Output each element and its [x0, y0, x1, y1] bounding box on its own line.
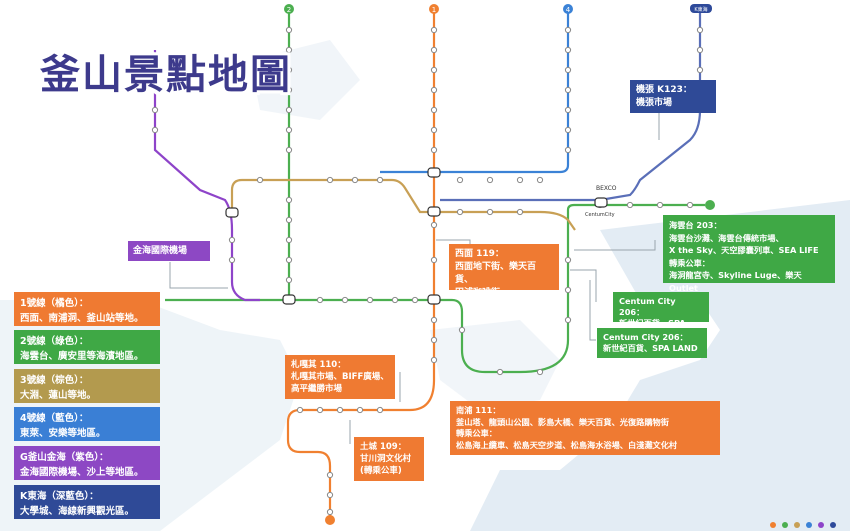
callout-seomyeon-line2: 西面地下街、樂天百貨、: [455, 262, 537, 285]
callout-seomyeon-line3: 田浦咖啡街: [455, 288, 501, 298]
centum-city-label: CentumCity: [585, 212, 615, 218]
callout-haeundae-line2: 海雲台沙灘、海雲台傳統市場、: [669, 232, 784, 243]
legend-line-4: 4號線（藍色）： 東萊、安樂等地區。: [14, 407, 160, 441]
legend-line-k: K東海（深藍色）： 大學城、海線新興觀光區。: [14, 485, 160, 519]
callout-gijang: 機張 K123： 機張市場: [630, 80, 716, 113]
dot-line-g: [818, 522, 824, 528]
callout-toseong-line1: 土城 109：: [360, 442, 407, 452]
line-4-badge-text: 4: [566, 6, 571, 14]
callout-haeundae-line5: 海洞龍宮寺、Skyline Luge、樂天Outlet: [669, 270, 802, 293]
legend-line-1-body: 西面、南浦洞、釜山站等地。: [20, 313, 144, 324]
legend-line-1-head: 1號線（橘色）：: [20, 298, 89, 309]
line-g-track: [153, 50, 260, 302]
dot-line-1: [770, 522, 776, 528]
station-dots: [151, 26, 704, 516]
line-1-badge-text: 1: [432, 6, 436, 14]
callout-nampo-line2: 釜山塔、龍頭山公園、影島大橋、樂天百貨、光復路購物街: [456, 416, 669, 427]
legend-line-k-head: K東海（深藍色）：: [20, 491, 99, 502]
callout-jagalchi-line3: 高平繼勝市場: [291, 384, 343, 394]
legend-line-1: 1號線（橘色）： 西面、南浦洞、釜山站等地。: [14, 292, 160, 326]
legend-line-k-body: 大學城、海線新興觀光區。: [20, 506, 135, 517]
map-title: 釜山景點地圖: [40, 52, 292, 98]
callout-nampo-line1: 南浦 111：: [456, 405, 501, 415]
callout-seomyeon-line1: 西面 119：: [455, 249, 504, 259]
legend-line-2-body: 海雲台、廣安里等海濱地區。: [20, 351, 144, 362]
callout-centum-1-line1: Centum City 206：: [619, 296, 676, 317]
transfer-stations: [225, 167, 608, 305]
callout-airport: 金海國際機場: [128, 241, 210, 261]
callout-centum-2-line2: 新世紀百貨、SPA LAND: [603, 343, 698, 353]
dot-line-k: [830, 522, 836, 528]
legend-line-g-head: G釜山金海（紫色）：: [20, 452, 109, 463]
legend-line-3-body: 大淵、蓮山等地。: [20, 390, 97, 401]
dot-line-3: [794, 522, 800, 528]
legend-line-4-head: 4號線（藍色）：: [20, 413, 89, 424]
callout-haeundae: 海雲台 203： 海雲台沙灘、海雲台傳統市場、 X the Sky、天空膠囊列車…: [663, 215, 835, 293]
dot-line-4: [806, 522, 812, 528]
callout-seomyeon: 西面 119： 西面地下街、樂天百貨、 田浦咖啡街: [449, 244, 559, 298]
callout-jagalchi: 札嘎其 110： 札嘎其市場、BIFF廣場、 高平繼勝市場: [285, 355, 395, 399]
callout-haeundae-line3: X the Sky、天空膠囊列車、SEA LIFE: [669, 245, 819, 255]
legend-line-3: 3號線（棕色）： 大淵、蓮山等地。: [14, 369, 160, 403]
legend-line-2: 2號線（綠色）： 海雲台、廣安里等海濱地區。: [14, 330, 160, 364]
legend-line-4-body: 東萊、安樂等地區。: [20, 428, 106, 439]
callout-gijang-line1: 機張 K123：: [636, 85, 692, 95]
line-k-badge-text: K東海: [694, 6, 707, 13]
callout-nampo: 南浦 111： 釜山塔、龍頭山公園、影島大橋、樂天百貨、光復路購物街 轉乘公車：…: [450, 401, 720, 455]
callout-centum-2: Centum City 206： 新世紀百貨、SPA LAND: [597, 328, 707, 358]
legend-line-3-head: 3號線（棕色）：: [20, 375, 89, 386]
callout-haeundae-line4: 轉乘公車：: [669, 257, 710, 268]
legend-line-2-head: 2號線（綠色）：: [20, 336, 89, 347]
line-color-dots: [770, 522, 836, 528]
callout-centum-2-line1: Centum City 206：: [603, 332, 688, 342]
line-2-badge-text: 2: [287, 6, 291, 14]
callout-toseong-line3: (轉乘公車): [360, 466, 402, 476]
callout-jagalchi-line1: 札嘎其 110：: [291, 360, 346, 370]
callout-toseong: 土城 109： 甘川洞文化村 (轉乘公車): [354, 437, 424, 481]
dot-line-2: [782, 522, 788, 528]
line-3-track: [230, 178, 576, 231]
callout-nampo-line3: 轉乘公車：: [456, 428, 497, 438]
line-badges: [284, 4, 715, 525]
line-4-track: [380, 12, 570, 174]
line-k-track: [440, 12, 702, 202]
callout-toseong-line2: 甘川洞文化村: [360, 454, 412, 464]
callout-nampo-line4: 松島海上纜車、松島天空步道、松島海水浴場、白淺灘文化村: [456, 439, 678, 450]
callout-gijang-line2: 機張市場: [636, 98, 673, 108]
callout-jagalchi-line2: 札嘎其市場、BIFF廣場、: [291, 372, 389, 382]
line-1-track: [286, 12, 436, 518]
callout-haeundae-line1: 海雲台 203：: [669, 220, 722, 230]
legend-line-g-body: 金海國際機場、沙上等地區。: [20, 467, 144, 478]
callout-centum-1: Centum City 206： 新世紀百貨、SPA LAND: [613, 292, 709, 339]
legend-line-g: G釜山金海（紫色）： 金海國際機場、沙上等地區。: [14, 446, 160, 480]
callout-airport-text: 金海國際機場: [133, 246, 188, 256]
bexco-label: BEXCO: [596, 185, 617, 192]
